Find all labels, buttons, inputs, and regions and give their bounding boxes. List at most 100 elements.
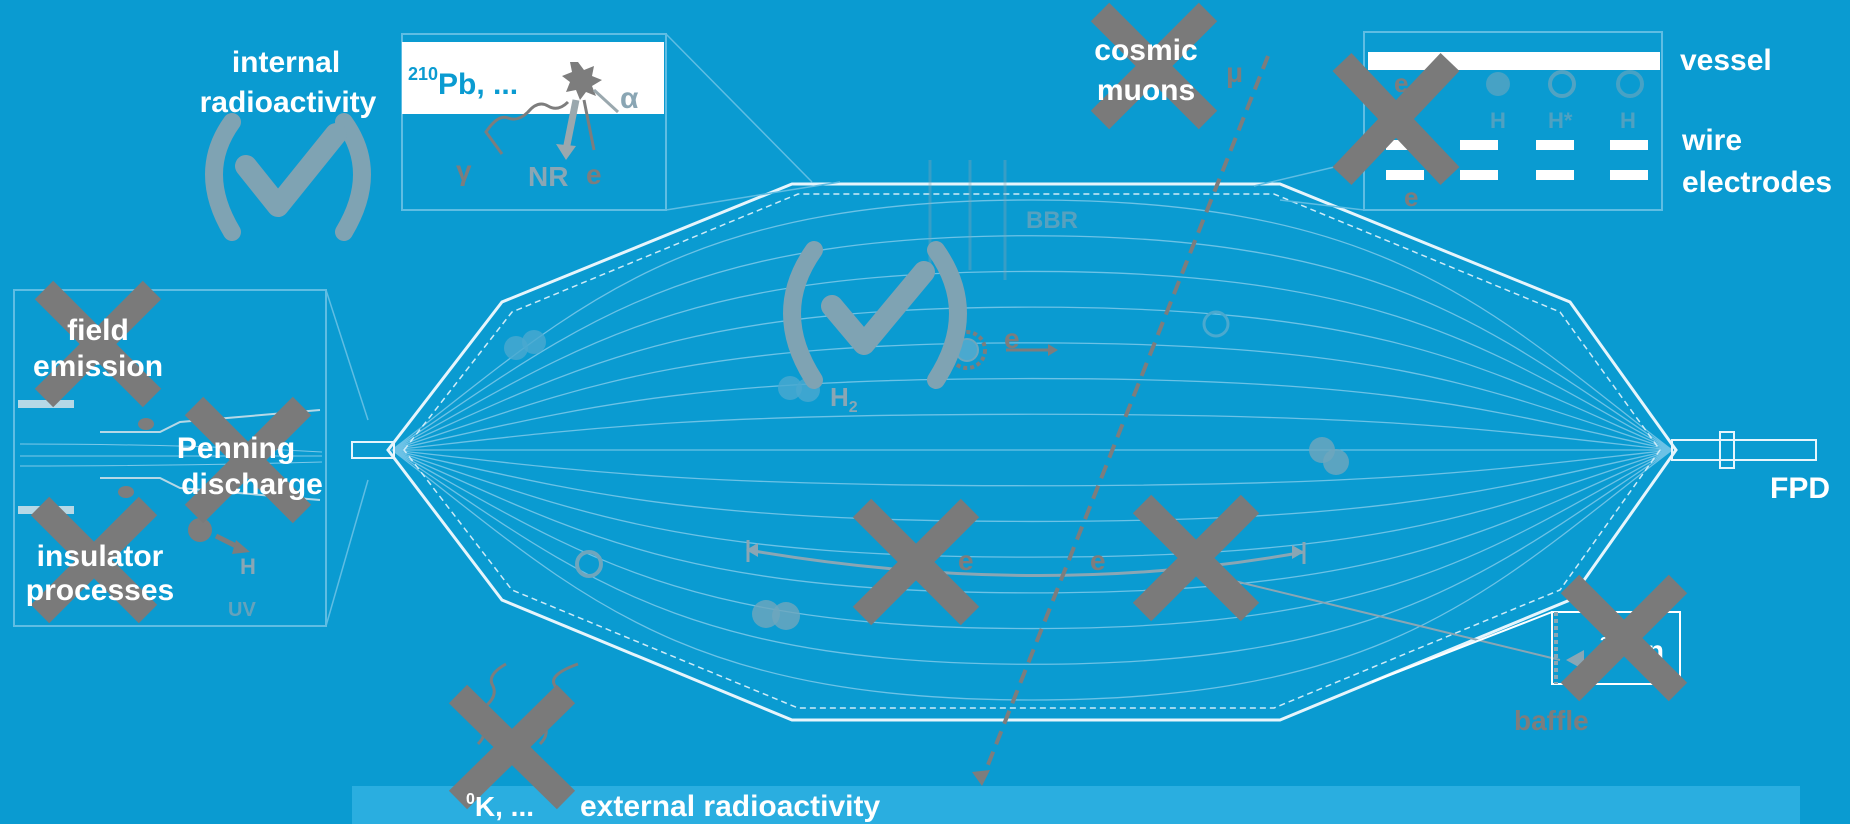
- arrow-head-icon: [1048, 344, 1058, 356]
- zoom-line: [325, 289, 369, 421]
- field-line: [391, 449, 1673, 665]
- source-side-inset: H UV field emission Penning discharge in…: [13, 280, 369, 627]
- excited-hydrogen-icon: [1548, 70, 1576, 98]
- field-line: [391, 306, 1673, 451]
- field-line: [391, 449, 1673, 487]
- magnetic-field-lines: [391, 199, 1673, 701]
- wire-box-hplus-label: H: [1620, 108, 1636, 133]
- alpha-label: α: [620, 82, 639, 115]
- bbr-photons: [928, 160, 1007, 280]
- particle-circle: [522, 330, 546, 354]
- insulator-processes-label-line2: processes: [26, 574, 174, 607]
- pb-electron-label: e: [586, 159, 602, 190]
- external-radioactivity-group: 0K, ... external radioactivity: [448, 662, 880, 823]
- uv-label: UV: [228, 599, 256, 621]
- fpd-label: FPD: [1770, 472, 1830, 505]
- baffle-label: baffle: [1514, 705, 1589, 736]
- insulator-processes-cross-icon: [30, 496, 158, 624]
- external-radioactivity-label: external radioactivity: [580, 790, 880, 823]
- trap-electron-right-label: e: [1090, 545, 1106, 576]
- field-line: [391, 449, 1673, 630]
- penning-discharge-cross-icon: [184, 396, 312, 524]
- field-emission-label-line2: emission: [33, 350, 163, 383]
- h2-label: H2: [830, 382, 858, 416]
- vessel-particles: e H2 BBR: [504, 160, 1349, 630]
- field-line: [391, 449, 1673, 558]
- insulator-processes-label-line1: insulator: [37, 540, 164, 573]
- potassium-label: 0K, ...: [466, 791, 534, 822]
- arrow-head-icon: [746, 543, 758, 557]
- nr-arrow: [562, 99, 580, 151]
- external-radioactivity-band: [352, 786, 1800, 824]
- field-line: [391, 199, 1673, 451]
- wire-box-h-label: H: [1490, 108, 1506, 133]
- field-emission-cross-icon: [34, 280, 162, 408]
- wire-electrodes-label-line1: wire: [1681, 124, 1742, 157]
- gamma-wavy-arrow: [484, 100, 570, 155]
- zoom-line: [1279, 199, 1365, 211]
- field-line: [391, 449, 1673, 701]
- radon-emanation-line: [1221, 577, 1561, 661]
- field-line: [391, 377, 1673, 451]
- radon-baffle-group: 219Rn baffle: [1371, 574, 1688, 736]
- particle-circle: [1323, 449, 1349, 475]
- trapped-electron-left-cross-icon: [852, 498, 980, 626]
- electron-arrow: [582, 99, 596, 151]
- gamma-label: γ: [456, 155, 472, 186]
- field-line: [391, 235, 1673, 451]
- particle-circle: [772, 602, 800, 630]
- pb-inset-frame: [401, 33, 667, 211]
- wire-electrode-outline: [403, 193, 1661, 709]
- trap-electron-left-label: e: [958, 545, 974, 576]
- wire-box-hstar-label: H*: [1548, 108, 1573, 133]
- field-line: [391, 449, 1673, 594]
- zoom-line: [665, 181, 841, 211]
- spectrometer-vessel: [351, 182, 1817, 722]
- cosmic-muon-track: μ: [972, 55, 1270, 786]
- zoom-line: [325, 479, 369, 627]
- field-line: [391, 342, 1673, 451]
- muon-symbol: μ: [1226, 57, 1243, 88]
- wire-electrodes-label-line2: electrodes: [1682, 166, 1832, 199]
- hplus-left-label: H: [240, 554, 256, 579]
- wire-electrode-cross-icon: [1332, 53, 1460, 185]
- vessel-outline: [386, 182, 1678, 722]
- wire-box-electron-bottom-label: e: [1404, 182, 1418, 212]
- source-inset-frame: [13, 289, 327, 627]
- radon-to-baffle-line: [1371, 611, 1553, 683]
- hydrogen-atom-icon: [1486, 72, 1510, 96]
- arrow-head-icon: [972, 770, 990, 786]
- detector-flange: [1719, 431, 1735, 469]
- particle-circle: [778, 376, 802, 400]
- radon-cross-icon: [1560, 574, 1688, 702]
- internal-radioactivity-label-line1: internal: [232, 46, 340, 79]
- field-line: [391, 449, 1673, 523]
- wire-box-electron-top-label: e: [1394, 68, 1408, 98]
- particle-circle: [575, 550, 603, 578]
- field-line: [391, 413, 1673, 451]
- vessel-wall-bar: [1368, 52, 1660, 70]
- source-side-tube: [351, 441, 395, 459]
- wire-electrode-inset: H H* H e e vessel wire electrodes: [1253, 31, 1832, 212]
- internal-radioactivity-group: internal radioactivity: [200, 46, 377, 241]
- pb-decay-inset: 210Pb, ... α γ NR e: [401, 33, 841, 211]
- hydrogen-ion-icon: [1616, 70, 1644, 98]
- field-emission-label-line1: field: [67, 314, 129, 347]
- arrow-head-icon: [1292, 545, 1304, 559]
- center-check-in-parentheses-icon: [783, 241, 967, 389]
- arrow-head-icon: [556, 144, 576, 160]
- field-line: [391, 270, 1673, 451]
- particle-circle: [1202, 310, 1230, 338]
- trapped-electron-right-cross-icon: [1132, 494, 1260, 622]
- wire-inset-frame: [1363, 31, 1663, 211]
- center-electron-label: e: [1004, 323, 1020, 354]
- cosmic-muons-label-line2: muons: [1097, 74, 1195, 107]
- cosmic-muons-group: cosmic muons: [1090, 2, 1218, 130]
- vessel-label: vessel: [1680, 44, 1772, 77]
- cosmic-muons-label-line1: cosmic: [1094, 34, 1197, 67]
- cosmic-muons-cross-icon: [1090, 2, 1218, 130]
- pb-isotope-label: 210Pb, ...: [408, 64, 518, 101]
- penning-discharge-label-line1: Penning: [177, 432, 295, 465]
- bbr-label: BBR: [1026, 207, 1078, 234]
